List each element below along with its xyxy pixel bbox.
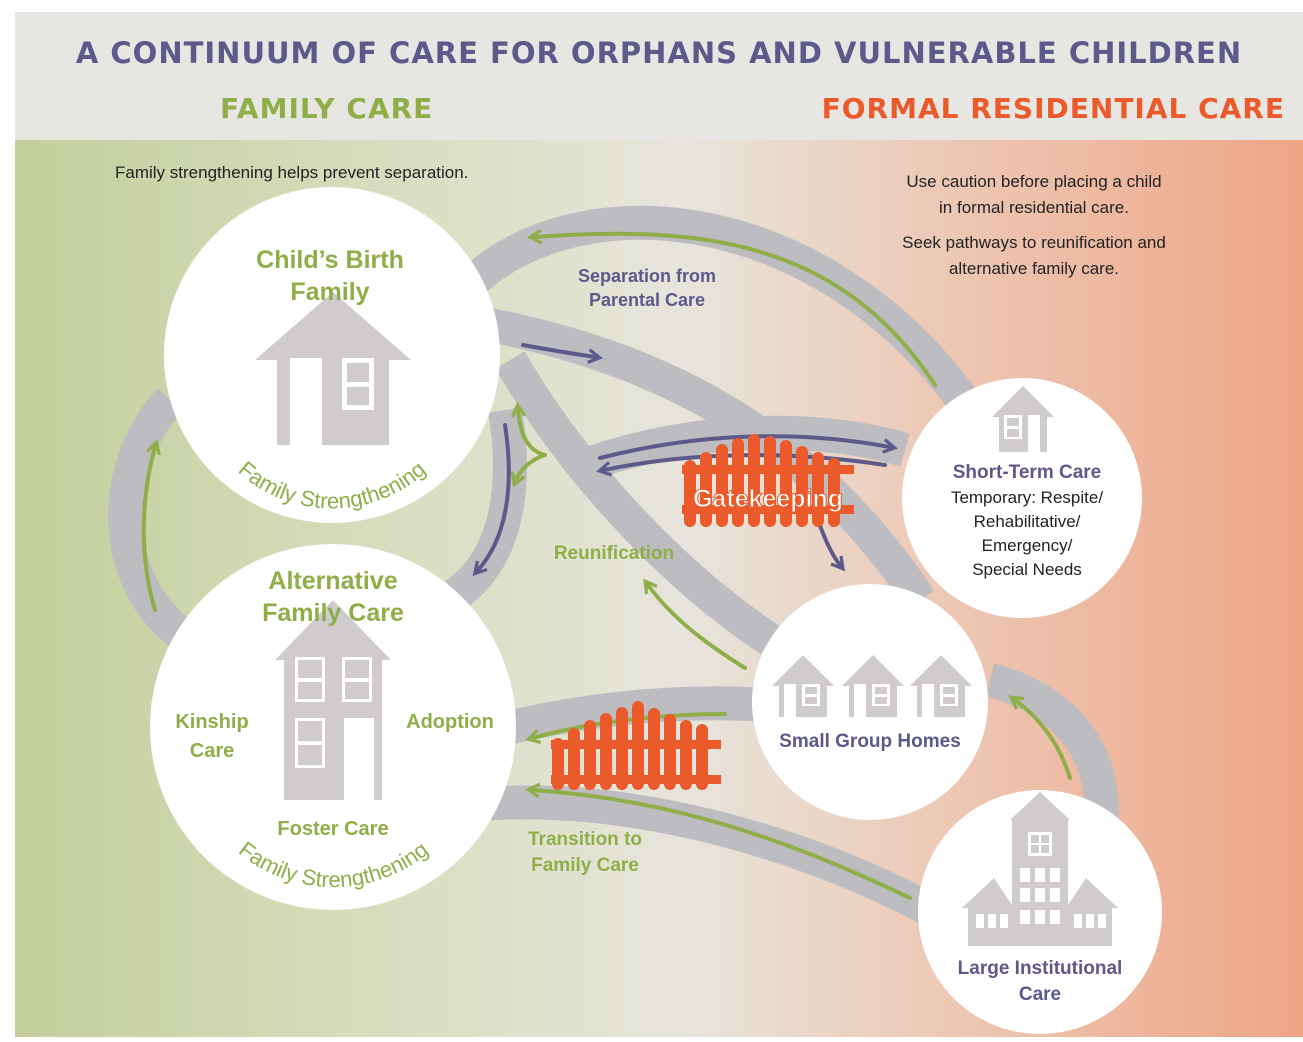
alternative-family-house-icon	[275, 600, 391, 800]
short-term-house-icon	[992, 386, 1054, 452]
formal-residential-care-heading: FORMAL RESIDENTIAL CARE	[821, 92, 1285, 125]
gatekeeping-label: Gatekeeping	[693, 485, 843, 513]
birth-family-title-1: Child’s Birth	[256, 246, 404, 274]
large-institution-icon	[962, 792, 1118, 946]
alternative-title-1: Alternative	[268, 567, 397, 595]
arrow-transition-lower	[524, 782, 912, 900]
road-reunification	[495, 351, 780, 655]
short-term-line-3: Emergency/	[982, 536, 1073, 555]
gatekeeping-fence-icon	[682, 434, 854, 527]
short-term-line-2: Rehabilitative/	[974, 512, 1081, 531]
road-birth-to-group	[486, 308, 935, 610]
arrow-birth-out	[521, 343, 603, 364]
alternative-title-2: Family Care	[262, 599, 404, 627]
arrow-left-loop	[141, 439, 161, 612]
transition-label-1: Transition to	[528, 829, 642, 850]
road-network	[108, 205, 1119, 925]
arrow-reunify-down	[510, 453, 547, 488]
birth-family-title-2: Family	[290, 278, 369, 306]
road-separation	[441, 205, 984, 420]
short-term-title: Short-Term Care	[953, 462, 1102, 483]
caution-line-3: Seek pathways to reunification and	[902, 233, 1166, 252]
arrow-reunification	[643, 578, 747, 670]
short-term-line-1: Temporary: Respite/	[951, 488, 1103, 507]
kinship-care-label-2: Care	[190, 740, 234, 762]
kinship-care-label-1: Kinship	[175, 711, 248, 733]
large-institution-title-1: Large Institutional	[958, 958, 1123, 979]
transition-fence-icon	[551, 701, 721, 790]
small-group-houses-icon	[772, 655, 972, 717]
road-transition-upper	[495, 686, 767, 747]
small-group-title: Small Group Homes	[779, 731, 961, 752]
family-care-heading: FAMILY CARE	[220, 92, 434, 125]
separation-label-1: Separation from	[578, 266, 716, 286]
adoption-label: Adoption	[406, 711, 494, 733]
arrow-reunify-up	[510, 402, 547, 457]
road-left-loop	[108, 388, 200, 655]
arrow-separation-return	[526, 228, 937, 387]
road-group-to-large	[985, 663, 1119, 833]
caution-line-1: Use caution before placing a child	[906, 172, 1161, 191]
arrow-large-to-group	[1008, 695, 1072, 780]
short-term-circle	[902, 378, 1142, 618]
reunification-label: Reunification	[554, 543, 674, 564]
birth-family-house-icon	[255, 292, 411, 445]
header-band: A CONTINUUM OF CARE FOR ORPHANS AND VULN…	[15, 12, 1303, 140]
caution-line-2: in formal residential care.	[939, 198, 1129, 217]
diagram-area: Gatekeeping Family strengthening helps p…	[15, 140, 1303, 1037]
page-title: A CONTINUUM OF CARE FOR ORPHANS AND VULN…	[75, 36, 1243, 70]
separation-label-2: Parental Care	[589, 290, 705, 310]
arrow-birth-to-alternative	[472, 423, 511, 576]
transition-label-2: Family Care	[531, 855, 639, 876]
short-term-line-4: Special Needs	[972, 560, 1082, 579]
large-institution-title-2: Care	[1019, 984, 1061, 1005]
caution-line-4: alternative family care.	[949, 259, 1119, 278]
caution-note: Use caution before placing a child in fo…	[902, 172, 1166, 278]
foster-care-label: Foster Care	[277, 818, 388, 840]
continuum-diagram: Gatekeeping Family strengthening helps p…	[15, 140, 1303, 1037]
note-family-strengthening: Family strengthening helps prevent separ…	[115, 163, 468, 182]
